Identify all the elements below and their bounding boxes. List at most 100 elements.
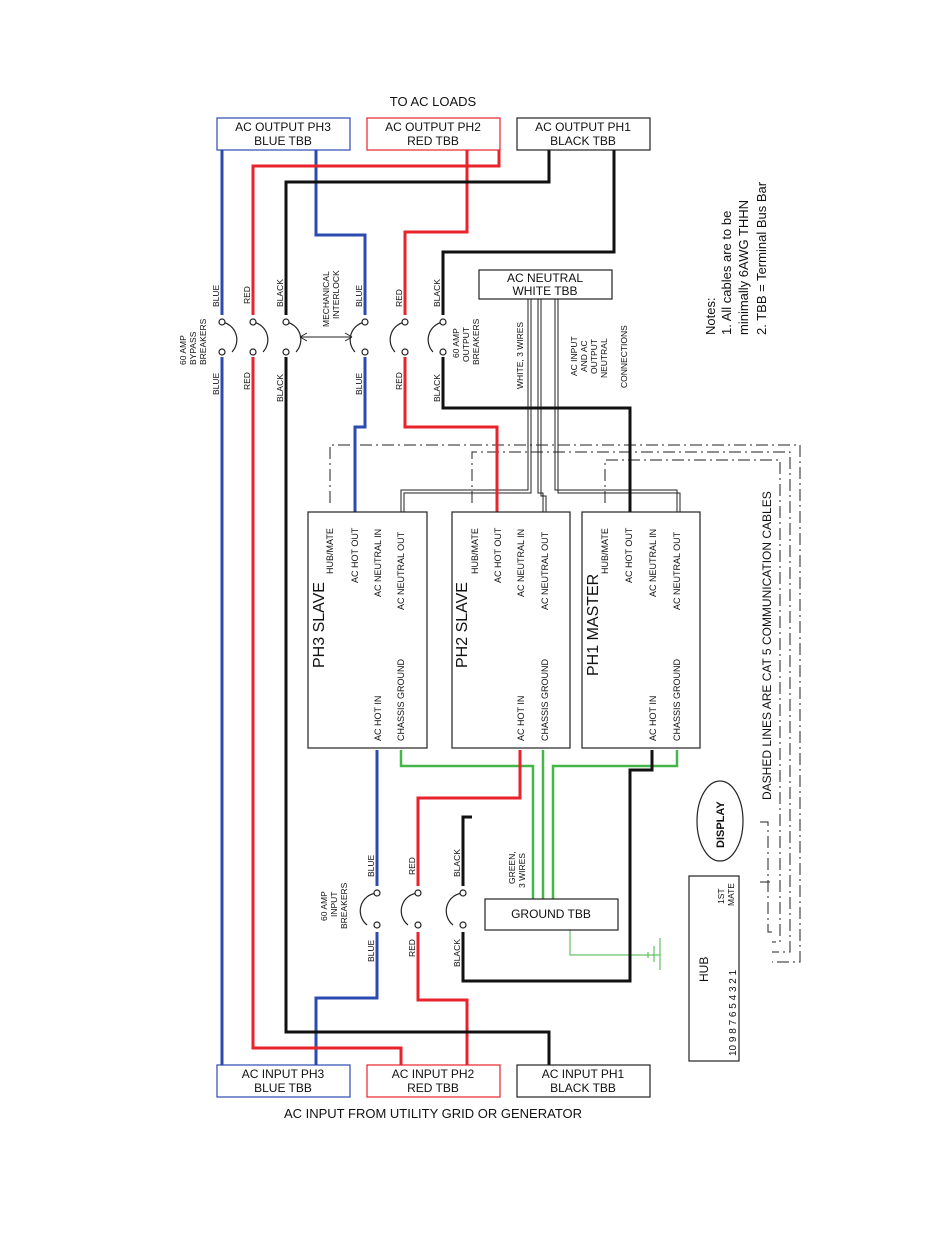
wire-label-blue: BLUE <box>366 939 376 962</box>
wire-label-black: BLACK <box>452 849 462 877</box>
hub: HUB 10 9 8 7 6 5 4 3 2 1 1ST MATE <box>688 875 740 1062</box>
hub-mate-line1: 1ST <box>716 888 726 904</box>
notes-line-1: 1. All cables are to be <box>719 211 734 335</box>
mechanical-interlock-arrow <box>299 332 353 342</box>
cat5-cables <box>329 444 801 963</box>
neutral-wires <box>400 299 681 512</box>
inverter-ph3-hub-mate: HUB/MATE <box>325 528 335 574</box>
interlock-label-2: INTERLOCK <box>331 270 341 319</box>
output-tbb-ph3: AC OUTPUT PH3 BLUE TBB <box>216 117 351 151</box>
inverter-ph3-ac-hot-out: AC HOT OUT <box>350 527 360 583</box>
wire-label-red: RED <box>394 372 404 390</box>
output-label-3: BREAKERS <box>471 318 481 365</box>
wire-label-black: BLACK <box>275 374 285 402</box>
input-breakers <box>359 886 471 932</box>
notes-title: Notes: <box>703 297 718 335</box>
green-label-1: GREEN, <box>507 851 517 884</box>
neutral-conn-5: CONNECTIONS <box>619 325 629 388</box>
top-wire-labels: BLUE RED BLACK BLUE RED BLACK BLUE RED B… <box>211 279 442 402</box>
neutral-tbb-line1: AC NEUTRAL <box>507 271 583 285</box>
output-breaker-label: 60 AMP OUTPUT BREAKERS <box>451 318 481 365</box>
hub-label: HUB <box>697 957 711 982</box>
hub-mate-line2: MATE <box>726 883 736 906</box>
neutral-tbb: AC NEUTRAL WHITE TBB <box>478 269 613 300</box>
wire-label-blue: BLUE <box>211 372 221 395</box>
wire-label-red: RED <box>407 857 417 875</box>
inverter-ph1-ac-hot-in: AC HOT IN <box>648 696 658 741</box>
wire-label-blue: BLUE <box>354 284 364 307</box>
inverter-ph3-name: PH3 SLAVE <box>311 582 328 668</box>
inverter-ph1-hub-mate: HUB/MATE <box>600 528 610 574</box>
output-tbb-ph2-line1: AC OUTPUT PH2 <box>385 120 481 134</box>
neutral-conn-4: NEUTRAL <box>599 338 609 378</box>
dashed-lines-note: DASHED LINES ARE CAT 5 COMMUNICATION CAB… <box>760 491 774 800</box>
inverter-ph1-chassis-ground: CHASSIS GROUND <box>672 658 682 741</box>
input-tbb-ph2: AC INPUT PH2 RED TBB <box>366 1064 501 1098</box>
output-breakers <box>349 315 451 357</box>
output-tbb-ph1: AC OUTPUT PH1 BLACK TBB <box>516 117 651 151</box>
input-breaker-label: 60 AMP INPUT BREAKERS <box>319 882 349 929</box>
notes-line-3: 2. TBB = Terminal Bus Bar <box>754 181 769 335</box>
neutral-conn-1: AC INPUT <box>569 336 579 376</box>
input-label-1: 60 AMP <box>319 891 329 921</box>
inverter-ph2: PH2 SLAVE HUB/MATE AC HOT OUT AC NEUTRAL… <box>451 511 571 749</box>
output-tbb-ph3-line2: BLUE TBB <box>254 134 312 148</box>
green-wires-label: GREEN, 3 WIRES <box>507 851 527 888</box>
green-label-2: 3 WIRES <box>517 853 527 888</box>
inverter-ph2-ac-neutral-out: AC NEUTRAL OUT <box>540 531 550 610</box>
inverter-ph1-ac-hot-out: AC HOT OUT <box>624 527 634 583</box>
input-tbb-ph1-line2: BLACK TBB <box>550 1081 616 1095</box>
input-tbb-ph1-line1: AC INPUT PH1 <box>542 1067 625 1081</box>
top-title: TO AC LOADS <box>390 94 477 109</box>
white-wires-label: WHITE, 3 WIRES <box>515 322 525 389</box>
input-tbb-ph2-line1: AC INPUT PH2 <box>392 1067 475 1081</box>
ground-wires <box>399 750 679 970</box>
output-tbb-ph1-line2: BLACK TBB <box>550 134 616 148</box>
notes-line-2: minimally 6AWG THHN <box>736 200 751 335</box>
output-tbb-ph3-line1: AC OUTPUT PH3 <box>235 120 331 134</box>
input-tbb-ph3-line2: BLUE TBB <box>254 1081 312 1095</box>
input-tbb-ph3-line1: AC INPUT PH3 <box>242 1067 325 1081</box>
output-tbb-ph1-line1: AC OUTPUT PH1 <box>535 120 631 134</box>
bypass-label-2: BYPASS <box>188 331 198 365</box>
output-tbb-ph2-line2: RED TBB <box>407 134 459 148</box>
wire-label-red: RED <box>242 372 252 390</box>
output-tbb-ph2: AC OUTPUT PH2 RED TBB <box>366 117 501 151</box>
neutral-tbb-line2: WHITE TBB <box>512 284 577 298</box>
inverter-ph1-name: PH1 MASTER <box>585 574 602 676</box>
inverter-ph3: PH3 SLAVE HUB/MATE AC HOT OUT AC NEUTRAL… <box>307 511 428 749</box>
notes: Notes: 1. All cables are to be minimally… <box>703 181 769 335</box>
inverter-ph3-chassis-ground: CHASSIS GROUND <box>396 658 406 741</box>
hub-ports: 10 9 8 7 6 5 4 3 2 1 <box>728 969 739 1056</box>
wire-label-black: BLACK <box>432 374 442 402</box>
output-label-2: OUTPUT <box>461 327 471 362</box>
neutral-connections-label: AC INPUT AND AC OUTPUT NEUTRAL CONNECTIO… <box>569 325 629 388</box>
input-label-3: BREAKERS <box>339 882 349 929</box>
input-tbb-ph1: AC INPUT PH1 BLACK TBB <box>516 1064 651 1098</box>
ground-tbb-label: GROUND TBB <box>511 907 591 921</box>
display-label: DISPLAY <box>715 801 727 848</box>
wire-label-blue: BLUE <box>366 854 376 877</box>
bypass-label-1: 60 AMP <box>178 335 188 365</box>
inverter-ph2-hub-mate: HUB/MATE <box>470 528 480 574</box>
bypass-label-3: BREAKERS <box>198 318 208 365</box>
input-tbb-ph3: AC INPUT PH3 BLUE TBB <box>216 1064 351 1098</box>
bottom-title: AC INPUT FROM UTILITY GRID OR GENERATOR <box>284 1106 582 1121</box>
inverter-ph1-ac-neutral-out: AC NEUTRAL OUT <box>672 531 682 610</box>
inverter-ph3-ac-hot-in: AC HOT IN <box>373 696 383 741</box>
neutral-conn-3: OUTPUT <box>589 339 599 374</box>
inverter-ph1: PH1 MASTER HUB/MATE AC HOT OUT AC NEUTRA… <box>581 511 701 749</box>
wire-label-red: RED <box>242 286 252 304</box>
display: DISPLAY <box>696 780 744 862</box>
ground-tbb: GROUND TBB <box>484 898 619 931</box>
wire-label-black: BLACK <box>452 939 462 967</box>
inverter-ph3-ac-neutral-in: AC NEUTRAL IN <box>373 529 383 597</box>
bypass-breakers <box>214 315 302 357</box>
interlock-label-1: MECHANICAL <box>321 271 331 327</box>
wire-label-red: RED <box>394 289 404 307</box>
wire-label-blue: BLUE <box>354 372 364 395</box>
inverter-ph2-ac-neutral-in: AC NEUTRAL IN <box>516 529 526 597</box>
wire-label-black: BLACK <box>432 279 442 307</box>
inverter-ph2-ac-hot-out: AC HOT OUT <box>493 527 503 583</box>
